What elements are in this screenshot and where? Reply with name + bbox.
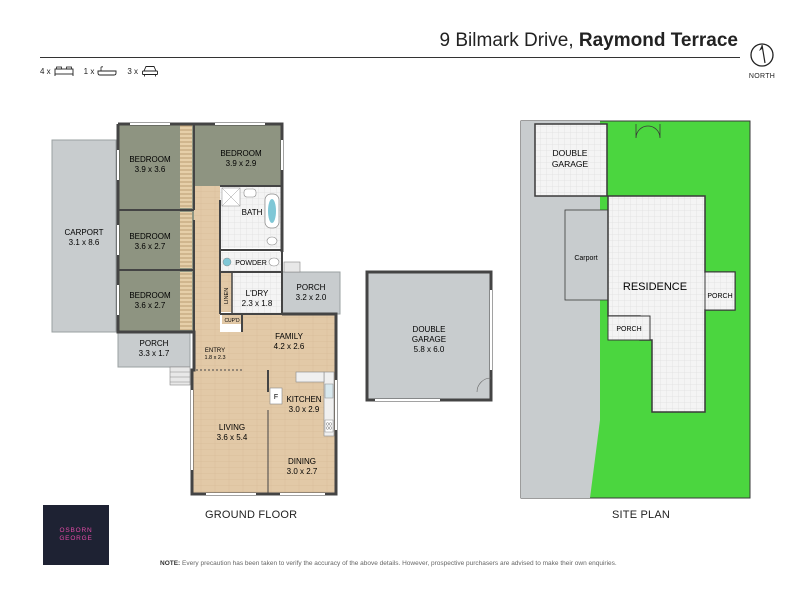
bedroom-3-label: BEDROOM [129,232,171,241]
feature-car-spaces: 3 x [127,65,159,77]
cupboard [222,314,242,324]
bath-icon [97,66,117,76]
living-label: LIVING [219,423,245,432]
kitchen-dims: 3.0 x 2.9 [289,405,320,414]
powder-label: POWDER [235,260,267,267]
address-suburb: Raymond Terrace [578,30,738,51]
bedroom-2: BEDROOM 3.9 x 2.9 [194,124,282,186]
logo-line-2: GEORGE [59,535,93,542]
linen-cupboard: LINEN [220,272,232,312]
front-porch-label: PORCH [140,339,169,348]
laundry-dims: 2.3 x 1.8 [242,299,273,308]
site-carport-label: Carport [574,255,597,262]
bedrooms-count: 4 x [40,66,51,76]
cupboard-label: CUP'D [224,318,240,324]
windows [117,123,337,495]
note-label: NOTE: [160,560,181,567]
dining-dims: 3.0 x 2.7 [287,467,318,476]
bedroom-3-dims: 3.6 x 2.7 [135,242,166,251]
ground-floor-caption: GROUND FLOOR [205,509,298,521]
feature-bathrooms: 1 x [84,66,118,76]
car-icon [142,66,158,77]
property-address: 9 Bilmark Drive, Raymond Terrace [440,30,738,52]
site-garage-label-1: DOUBLE [553,148,588,158]
living-dims: 3.6 x 5.4 [217,433,248,442]
dining-label: DINING [288,457,316,466]
bedroom-3: BEDROOM 3.6 x 2.7 [118,210,194,270]
logo-line-1: OSBORN [59,527,93,534]
north-compass: NORTH [742,40,782,85]
site-plan: DOUBLE GARAGE Carport PORCH PORCH RESIDE… [520,120,751,499]
entry: ENTRY 1.8 x 2.3 [194,332,242,370]
kitchen: F KITCHEN 3.0 x 2.9 [268,370,336,438]
family-label: FAMILY [275,332,304,341]
site-porch-side-label: PORCH [707,293,732,300]
site-garage-label-2: GARAGE [552,159,589,169]
linen-label: LINEN [224,288,230,304]
logo-text: OSBORN GEORGE [43,527,109,543]
carport-label: CARPORT [65,228,104,237]
hallway [194,186,220,332]
bedroom-1: BEDROOM 3.9 x 3.6 [118,124,194,210]
family-room: FAMILY 4.2 x 2.6 [242,314,336,370]
bedroom-4-label: BEDROOM [129,291,171,300]
fridge-label: F [274,394,278,401]
bed-icon [54,66,74,76]
rear-porch-label: PORCH [297,283,326,292]
feature-summary: 4 x 1 x 3 x [40,65,159,77]
rear-porch-dims: 3.2 x 2.0 [296,293,327,302]
site-plan-caption: SITE PLAN [612,509,671,521]
bedroom-1-dims: 3.9 x 3.6 [135,165,166,174]
garage-label-1: DOUBLE [413,325,446,334]
walls [116,122,338,496]
bedroom-4-dims: 3.6 x 2.7 [135,301,166,310]
family-dims: 4.2 x 2.6 [274,342,305,351]
bedroom-2-label: BEDROOM [220,149,262,158]
bedroom-2-dims: 3.9 x 2.9 [226,159,257,168]
feature-bedrooms: 4 x [40,66,74,76]
carport: CARPORT 3.1 x 8.6 [51,139,117,333]
car-spaces-count: 3 x [127,66,139,76]
bathrooms-count: 1 x [83,66,95,76]
bedroom-1-label: BEDROOM [129,155,171,164]
address-street: 9 Bilmark Drive, [439,30,574,51]
kitchen-label: KITCHEN [286,395,321,404]
dining-room: DINING 3.0 x 2.7 [268,438,336,494]
front-porch: PORCH 3.3 x 1.7 [117,331,191,386]
entry-label: ENTRY [205,348,225,354]
disclaimer-note: NOTE: Every precaution has been taken to… [160,560,680,569]
site-residence-label: RESIDENCE [623,281,687,293]
bedroom-4: BEDROOM 3.6 x 2.7 [118,270,194,332]
bath-label: BATH [242,208,263,217]
bathroom: BATH [220,186,282,248]
garage-label-2: GARAGE [412,335,446,344]
laundry-label: L'DRY [246,289,269,298]
powder-room: POWDER [220,252,282,272]
site-porch-front-label: PORCH [616,326,641,333]
title-divider [40,57,740,58]
entry-dims: 1.8 x 2.3 [204,355,225,361]
double-garage: DOUBLE GARAGE 5.8 x 6.0 [365,270,493,402]
laundry: L'DRY 2.3 x 1.8 [232,272,282,314]
note-text: Every precaution has been taken to verif… [180,560,617,567]
compass-icon [750,43,774,67]
rear-porch: PORCH 3.2 x 2.0 [281,261,341,315]
living-room: LIVING 3.6 x 5.4 [192,370,268,494]
north-label: NORTH [748,73,776,80]
garage-dims: 5.8 x 6.0 [414,345,445,354]
front-porch-dims: 3.3 x 1.7 [139,349,170,358]
carport-dims: 3.1 x 8.6 [69,238,100,247]
agency-logo: OSBORN GEORGE [43,505,109,565]
